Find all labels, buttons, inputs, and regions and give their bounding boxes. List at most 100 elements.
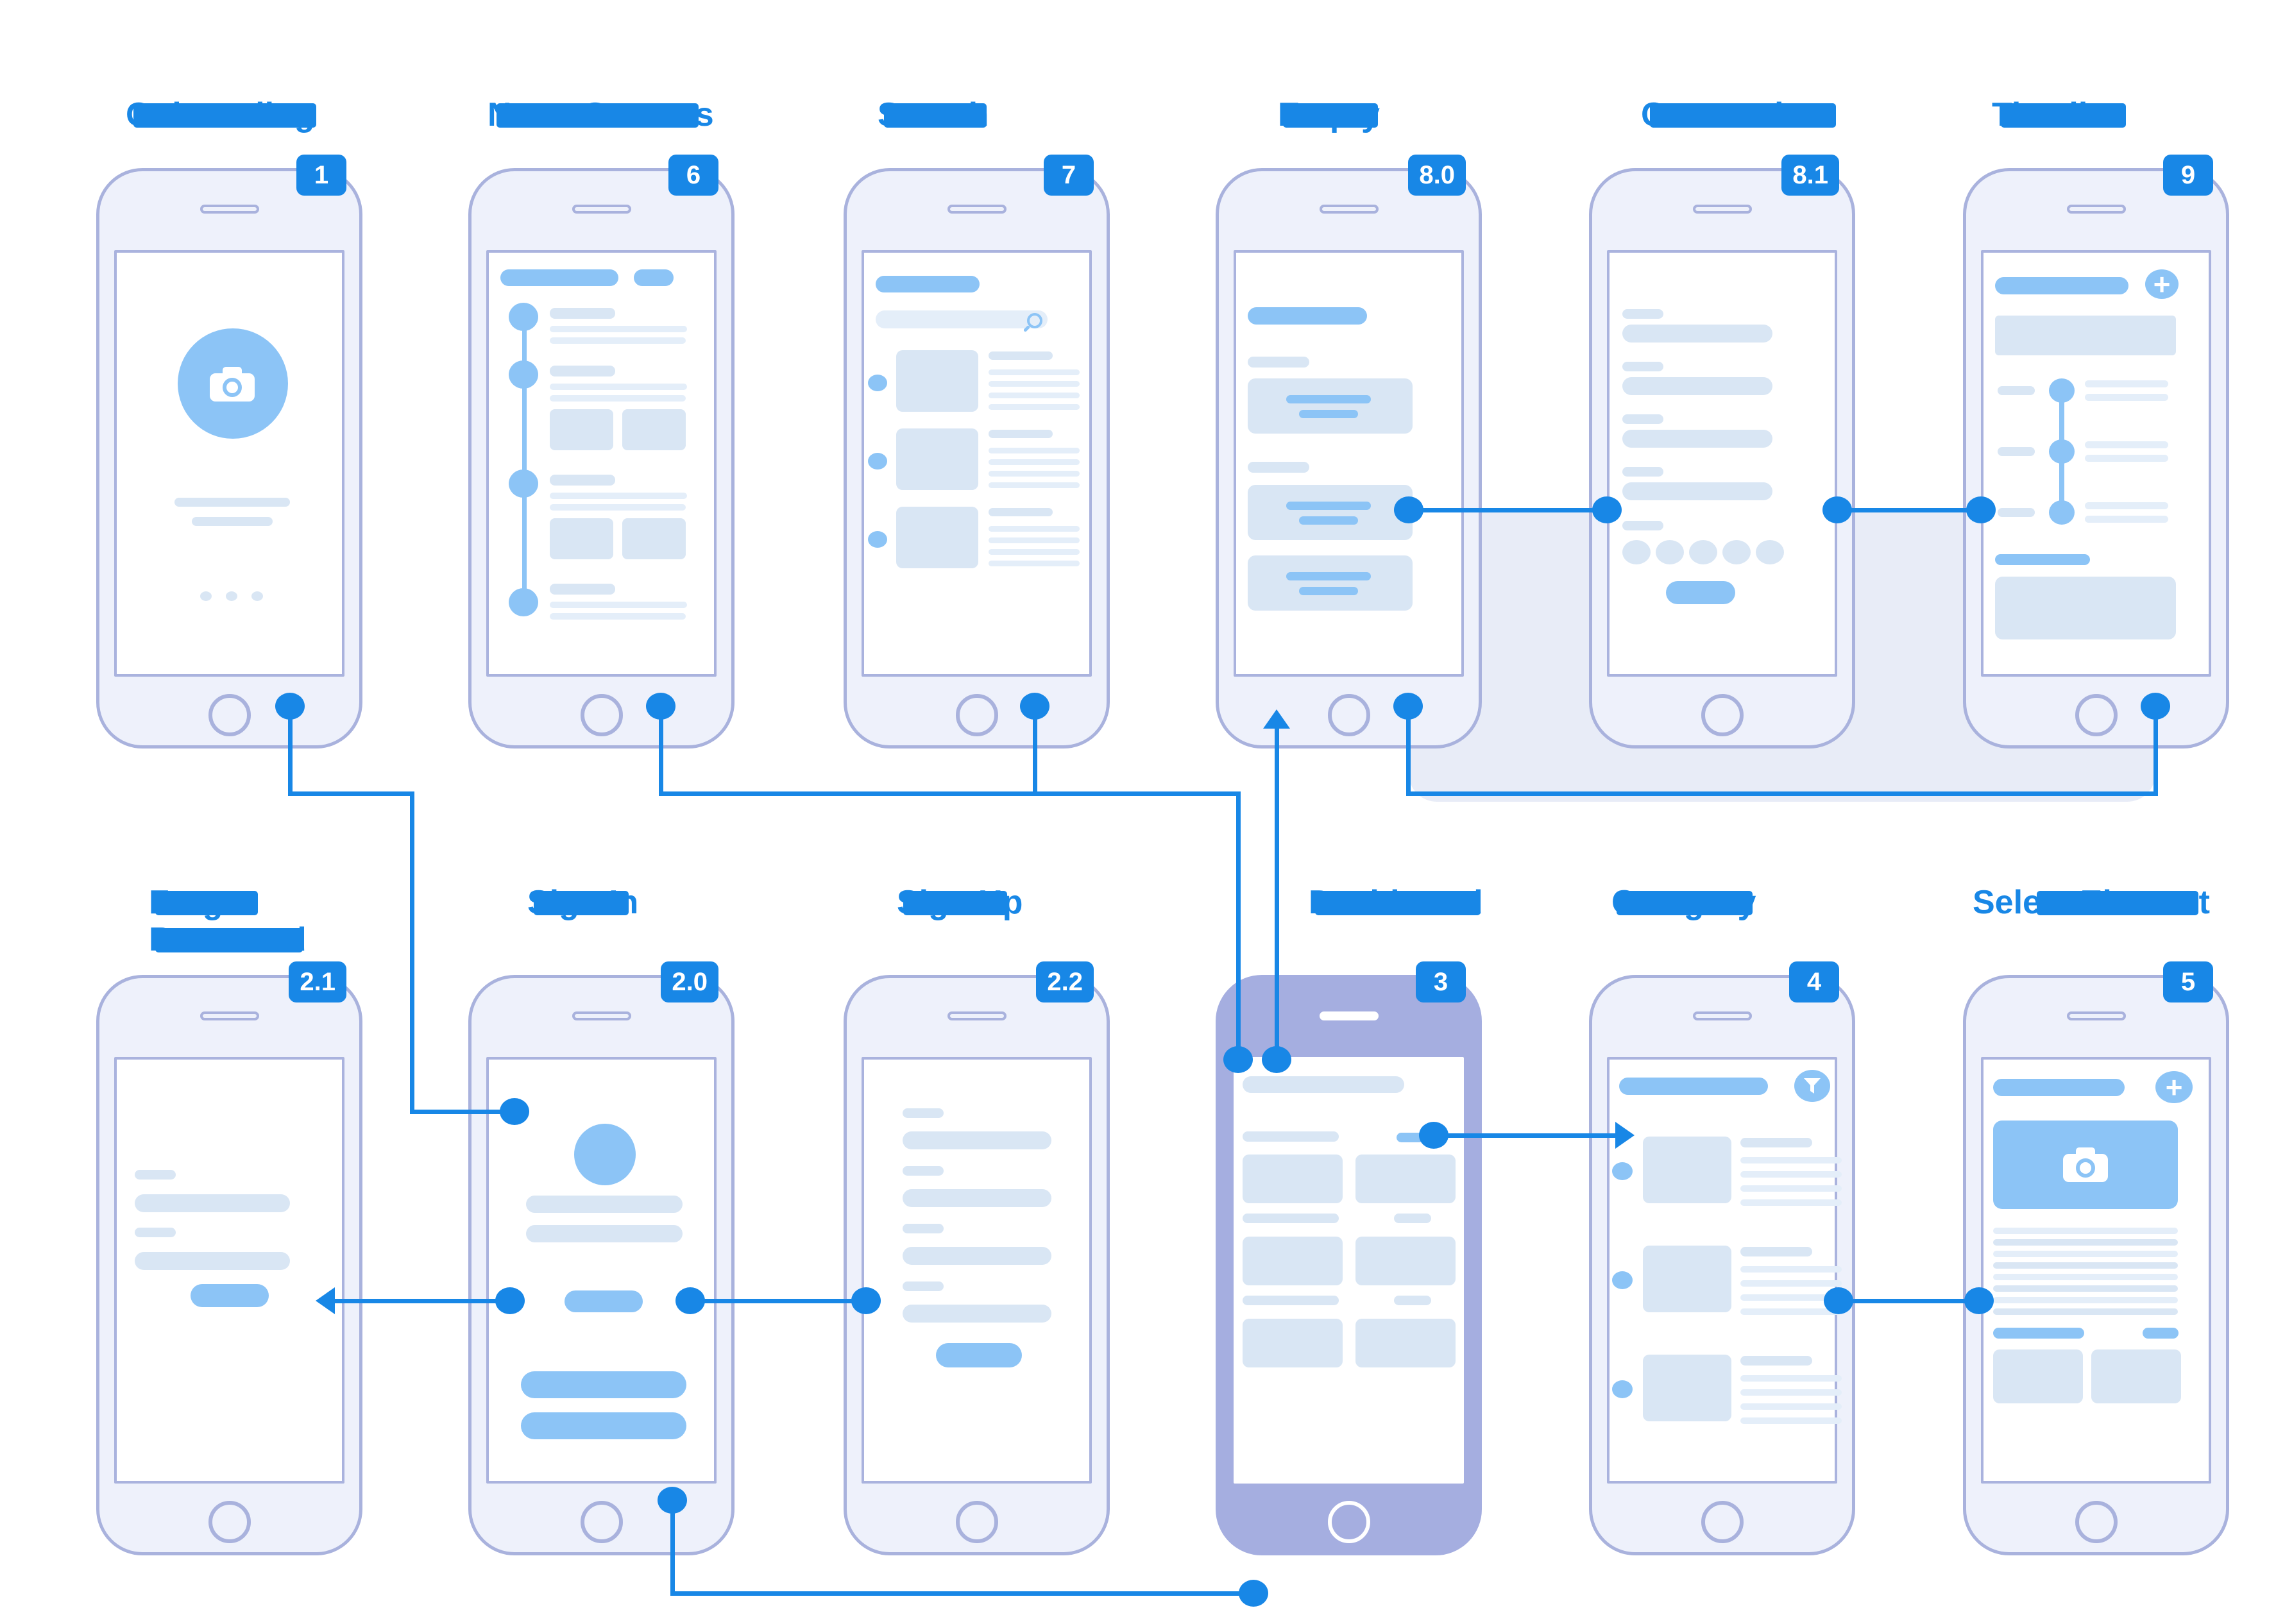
image-placeholder <box>622 409 686 450</box>
header-action-bar <box>634 269 674 286</box>
text-line <box>1740 1403 1842 1410</box>
screen-number-badge: 1 <box>296 155 346 196</box>
speaker-slot <box>200 1011 259 1020</box>
flow-label-2.2: Sign Up <box>897 884 1023 921</box>
header-title-bar <box>876 276 980 292</box>
flow-label-2.0: Sign In <box>527 884 638 921</box>
connector-line <box>670 1498 675 1596</box>
grid-tile <box>1243 1237 1343 1285</box>
phone-frame-2.0[interactable]: 2.0 <box>468 961 735 1555</box>
home-button[interactable] <box>208 694 251 736</box>
phone-frame-9[interactable]: +9 <box>1963 155 2229 749</box>
home-button[interactable] <box>955 1501 998 1543</box>
connector-dot <box>495 1287 525 1314</box>
connector-dot <box>500 1098 529 1125</box>
text-line <box>2085 516 2168 523</box>
home-button[interactable] <box>2075 1501 2118 1543</box>
label-redaction-bar <box>133 103 316 128</box>
phone-frame-2.1[interactable]: 2.1 <box>96 961 362 1555</box>
phone-frame-6[interactable]: 6 <box>468 155 735 749</box>
page-dot <box>251 591 263 601</box>
label-redaction-bar <box>2001 103 2126 128</box>
connector-line <box>1835 507 1983 512</box>
phone-frame-2.2[interactable]: 2.2 <box>844 961 1110 1555</box>
phone-frame-8.1[interactable]: 8.1 <box>1589 155 1855 749</box>
text-line <box>1993 1262 2178 1269</box>
avatar <box>574 1124 636 1185</box>
text-line <box>550 504 686 511</box>
label-redaction-bar <box>2037 891 2198 915</box>
label-redaction-bar <box>1283 103 1378 128</box>
empty-card <box>1248 485 1413 540</box>
connector-line <box>1406 791 2158 796</box>
text-line <box>989 526 1080 532</box>
flow-label-2.1: ForgotPassword <box>149 884 307 958</box>
home-button[interactable] <box>208 1501 251 1543</box>
connector-line <box>1406 507 1610 512</box>
phone-frame-3[interactable]: 3 <box>1216 961 1482 1555</box>
label-redaction-bar <box>497 103 699 128</box>
speaker-slot <box>572 1011 631 1020</box>
card-text-line <box>1299 516 1358 525</box>
speaker-slot <box>1319 205 1379 214</box>
item-title-line <box>550 308 615 319</box>
label-redaction-bar <box>1650 103 1836 128</box>
connector-line <box>670 1591 1256 1596</box>
text-line <box>1740 1375 1842 1382</box>
connector-line <box>1406 704 1411 796</box>
phone-frame-1[interactable]: 1 <box>96 155 362 749</box>
connector-dot <box>1824 1287 1853 1314</box>
screen-number-badge: 9 <box>2163 155 2213 196</box>
empty-card <box>1248 378 1413 434</box>
home-button[interactable] <box>1701 694 1744 736</box>
text-line <box>550 395 686 402</box>
connector-dot <box>1223 1046 1253 1073</box>
timeline-node <box>509 303 538 331</box>
flow-label-8.0: Empty <box>1278 96 1380 133</box>
speaker-slot <box>2066 205 2126 214</box>
connector-dot <box>275 693 305 720</box>
camera-icon <box>2063 1147 2108 1182</box>
flow-label-5: Select Element <box>1973 884 2210 921</box>
connector-dot <box>1592 496 1622 523</box>
screen-carousel <box>1607 250 1837 677</box>
text-line <box>1993 1285 2178 1292</box>
phone-frame-7[interactable]: 7 <box>844 155 1110 749</box>
timeline-node <box>509 469 538 498</box>
text-line <box>1993 1228 2178 1234</box>
connector-dot <box>1964 1287 1994 1314</box>
phone-frame-4[interactable]: 4 <box>1589 961 1855 1555</box>
empty-card <box>1248 555 1413 611</box>
image-placeholder <box>1643 1137 1731 1203</box>
home-button[interactable] <box>2075 694 2118 736</box>
text-line <box>2085 441 2168 448</box>
sign-in-button <box>565 1290 643 1312</box>
speaker-slot <box>200 205 259 214</box>
text-line <box>550 384 687 390</box>
text-line <box>1740 1417 1842 1424</box>
input-field <box>135 1194 290 1212</box>
home-button[interactable] <box>955 694 998 736</box>
text-line <box>1740 1185 1842 1192</box>
speaker-slot <box>1319 1011 1379 1020</box>
card-text-line <box>1286 395 1371 403</box>
phone-frame-8.0[interactable]: 8.0 <box>1216 155 1482 749</box>
label-redaction-bar <box>884 103 987 128</box>
input-field <box>135 1252 290 1270</box>
home-button[interactable] <box>1327 1501 1370 1543</box>
label-redaction-bar <box>1617 891 1753 915</box>
label-redaction-bar <box>903 891 1007 915</box>
home-button[interactable] <box>1701 1501 1744 1543</box>
connector-dot <box>1020 693 1049 720</box>
section-label <box>1622 521 1663 530</box>
link-line <box>1394 1296 1431 1305</box>
home-button[interactable] <box>580 694 623 736</box>
image-placeholder <box>622 518 686 559</box>
image-placeholder <box>896 428 978 490</box>
screen-number-badge: 2.2 <box>1036 961 1094 1002</box>
home-button[interactable] <box>580 1501 623 1543</box>
home-button[interactable] <box>1327 694 1370 736</box>
phone-frame-5[interactable]: +5 <box>1963 961 2229 1555</box>
list-bullet <box>1612 1162 1633 1180</box>
connector-dot <box>1966 496 1996 523</box>
